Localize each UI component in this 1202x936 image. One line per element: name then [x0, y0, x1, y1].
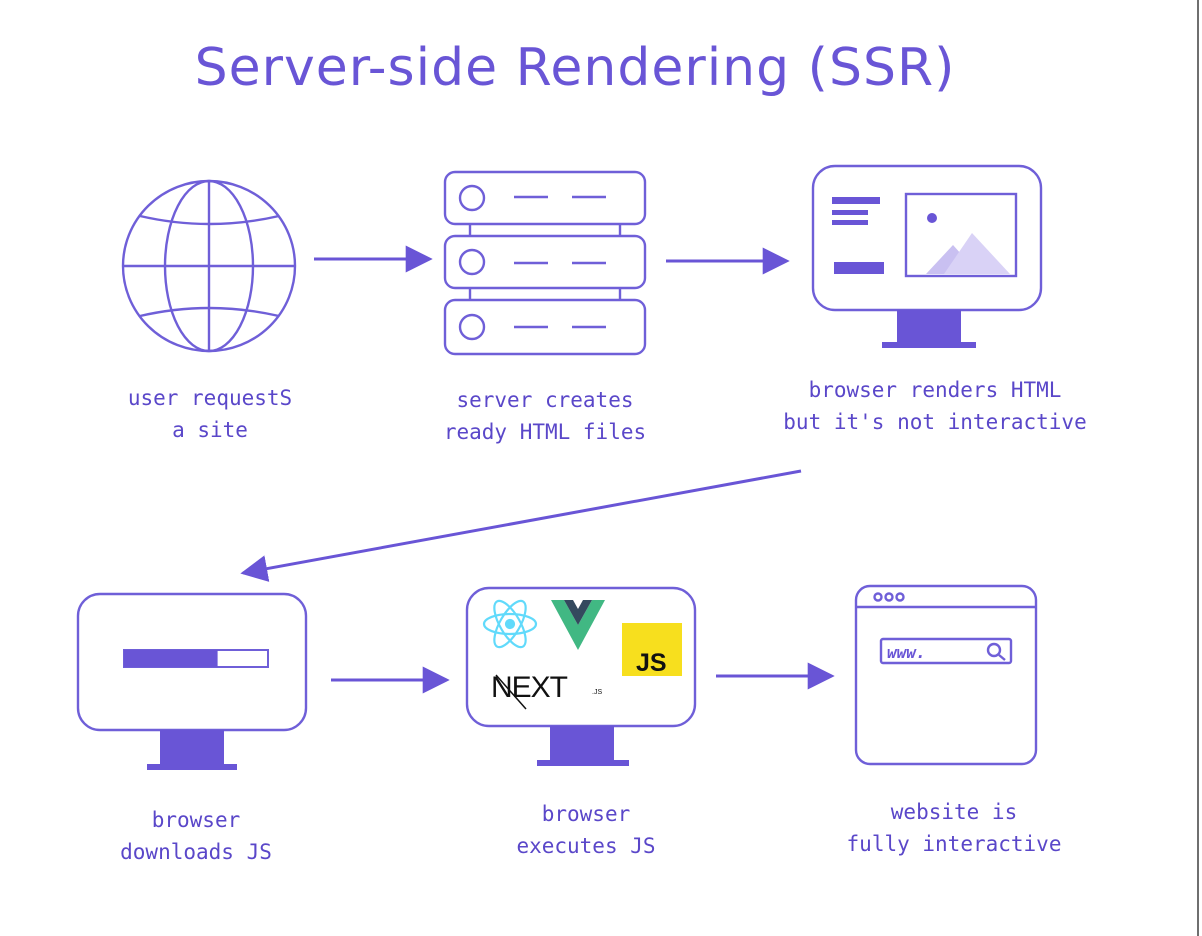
diagram-title: Server-side Rendering (SSR)	[194, 38, 956, 98]
caption-line: user requestS	[127, 386, 293, 410]
url-bar	[879, 637, 1013, 665]
monitor-js-icon: JS NEXT .JS	[465, 586, 697, 766]
caption-user-requests: user requestS a site	[80, 382, 340, 446]
search-icon	[986, 642, 1002, 658]
monitor-icon	[811, 164, 1043, 348]
monitor-loading-icon	[76, 592, 308, 770]
js-logo-icon	[622, 623, 682, 676]
caption-line: website is	[890, 800, 1018, 824]
vue-logo-icon	[551, 600, 605, 650]
caption-line: server creates	[456, 388, 634, 412]
caption-line: executes JS	[516, 834, 656, 858]
caption-line: fully interactive	[846, 832, 1062, 856]
caption-browser-renders: browser renders HTML but it's not intera…	[770, 374, 1100, 438]
caption-line: browser	[541, 802, 631, 826]
globe-icon	[121, 179, 297, 353]
react-logo-icon	[482, 599, 538, 649]
url-text: www.	[887, 643, 926, 662]
server-icon	[443, 170, 647, 356]
next-logo-sub: .JS	[592, 689, 602, 696]
progress-fill	[124, 650, 218, 667]
arrow-render-to-download	[240, 469, 802, 582]
caption-line: browser	[151, 808, 241, 832]
browser-window-icon	[854, 584, 1038, 766]
caption-server-creates: server creates ready HTML files	[415, 384, 675, 448]
caption-line: a site	[172, 418, 248, 442]
caption-line: browser renders HTML	[808, 378, 1062, 402]
caption-line: ready HTML files	[443, 420, 647, 444]
right-edge-divider	[1197, 0, 1199, 936]
caption-browser-executes: browser executes JS	[456, 798, 716, 862]
caption-website-interactive: website is fully interactive	[824, 796, 1084, 860]
next-logo-text: NEXT	[491, 671, 568, 704]
js-logo-text: JS	[636, 649, 667, 677]
caption-line: downloads JS	[120, 840, 272, 864]
caption-line: but it's not interactive	[783, 410, 1087, 434]
caption-browser-downloads: browser downloads JS	[66, 804, 326, 868]
